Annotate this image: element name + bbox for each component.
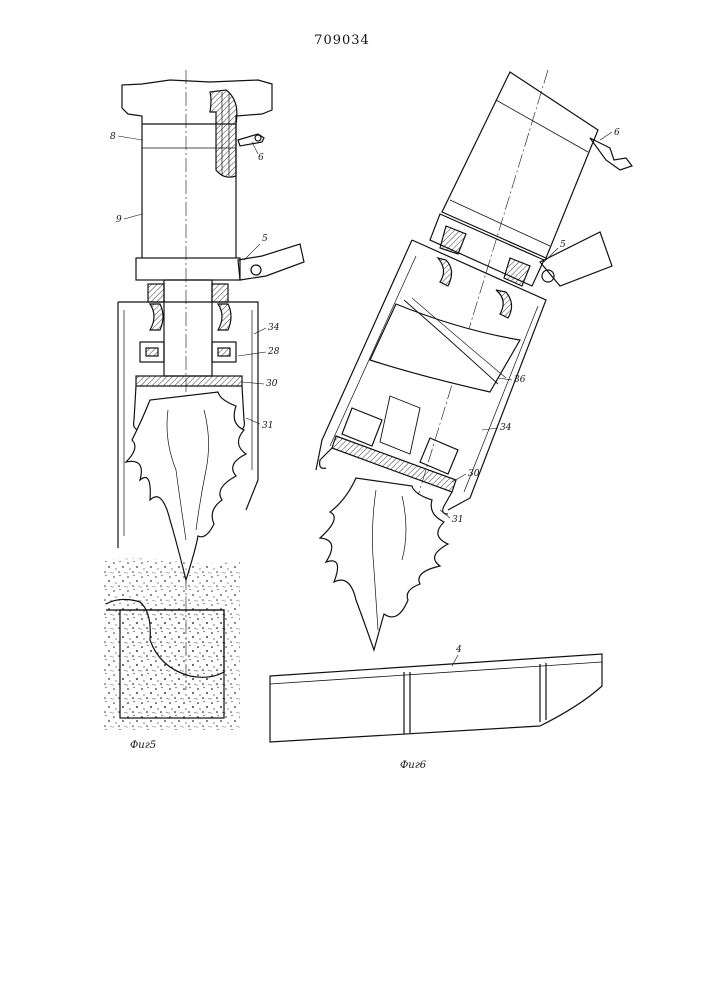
fig6-label-34: 34 [500, 423, 512, 433]
fig6-label-4: 4 [455, 645, 462, 655]
figure-6 [270, 70, 632, 742]
fig6-caption: Фиг6 [400, 760, 427, 771]
fig6-labels: 6 5 36 34 30 31 4 Фиг6 [400, 128, 620, 771]
fig5-torn-material [126, 392, 246, 580]
fig5-collar-5 [136, 258, 240, 280]
fig5-label-34: 34 [268, 323, 280, 333]
fig5-label-28: 28 [267, 347, 280, 357]
fig5-top-cutaway [210, 90, 237, 177]
fig5-label-9: 9 [116, 215, 122, 225]
fig5-arm [238, 244, 304, 280]
fig6-label-30: 30 [468, 469, 480, 479]
fig6-upper-cylinder [442, 72, 598, 258]
figure-5 [104, 70, 304, 730]
fig5-plate-30 [136, 376, 242, 386]
fig6-inner-band [370, 304, 520, 392]
fig6-beam-4 [270, 654, 602, 742]
fig5-caption: Фиг5 [130, 740, 156, 751]
fig6-torn-material [320, 478, 448, 650]
fig5-label-31: 31 [262, 421, 273, 431]
fig5-label-6: 6 [258, 153, 264, 163]
fig6-label-6: 6 [614, 128, 620, 138]
fig6-arm [540, 232, 612, 286]
fig5-label-8: 8 [110, 132, 116, 142]
fig6-label-31: 31 [452, 515, 463, 525]
fig5-hook-right [238, 386, 244, 430]
fig5-label-5: 5 [262, 234, 268, 244]
fig6-label-5: 5 [560, 240, 566, 250]
fig5-hook-left [134, 386, 140, 430]
fig6-bolt-6 [590, 138, 632, 170]
fig5-label-30: 30 [266, 379, 278, 389]
fig5-shaft [164, 280, 212, 376]
patent-number: 709034 [314, 33, 370, 48]
fig5-block [120, 610, 224, 718]
fig6-label-36: 36 [514, 375, 526, 385]
fig5-top-cap [122, 80, 272, 124]
